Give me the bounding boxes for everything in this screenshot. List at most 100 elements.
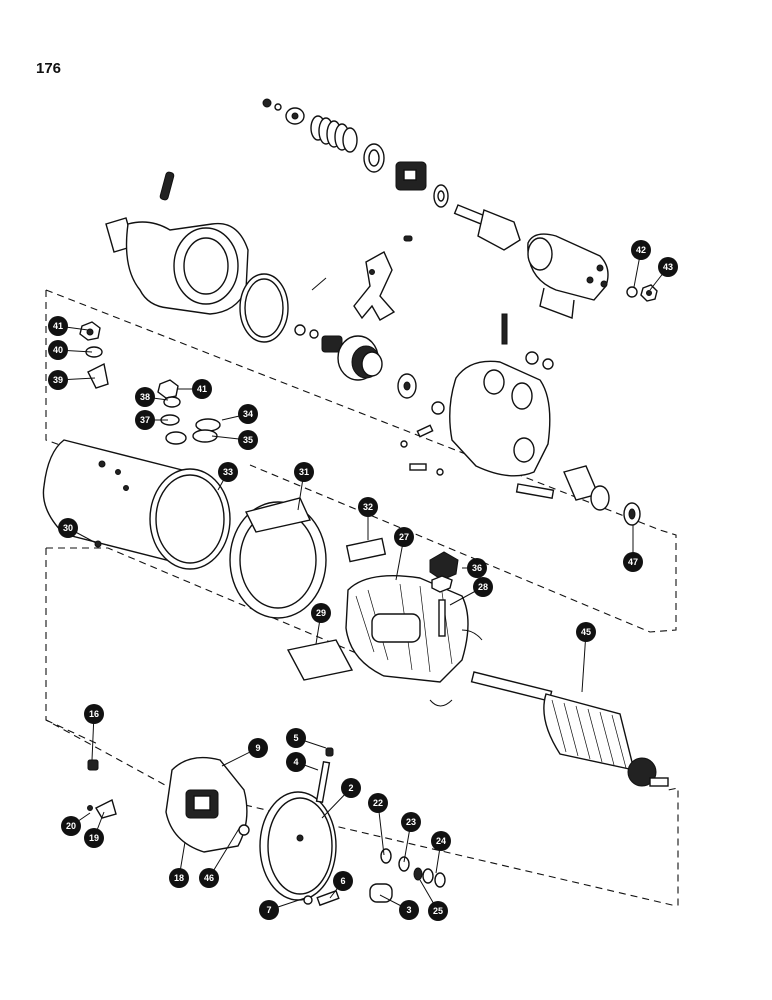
callout-27: 27: [394, 527, 414, 547]
callout-23: 23: [401, 812, 421, 832]
callout-25: 25: [428, 901, 448, 921]
callout-3: 3: [399, 900, 419, 920]
end-cover: [259, 791, 337, 901]
callout-number: 7: [266, 905, 271, 915]
callout-number: 35: [243, 435, 253, 445]
callout-circle: [286, 728, 306, 748]
callout-number: 41: [197, 384, 207, 394]
plunger-stack: [262, 98, 521, 251]
callout-39: 39: [48, 370, 68, 390]
callout-number: 47: [628, 557, 638, 567]
callout-46: 46: [199, 868, 219, 888]
callout-number: 9: [255, 743, 260, 753]
callout-circle: [48, 340, 68, 360]
callout-circle: [248, 738, 268, 758]
callout-28: 28: [473, 577, 493, 597]
callout-9: 9: [248, 738, 268, 758]
callout-20: 20: [61, 816, 81, 836]
callout-circle: [467, 558, 487, 578]
callout-circle: [576, 622, 596, 642]
gasket-ring: [239, 273, 289, 343]
callout-circle: [294, 462, 314, 482]
clutch-pinion: [294, 324, 417, 399]
nut-43: [640, 284, 658, 302]
callout-38: 38: [135, 387, 155, 407]
callout-16: 16: [84, 704, 104, 724]
callout-circle: [473, 577, 493, 597]
callout-34: 34: [238, 404, 258, 424]
callout-number: 39: [53, 375, 63, 385]
callout-circle: [48, 316, 68, 336]
callout-number: 23: [406, 817, 416, 827]
callout-number: 46: [204, 873, 214, 883]
callout-circle: [428, 901, 448, 921]
brush-holder-plate: [165, 756, 250, 853]
callout-leader-45: [581, 631, 587, 693]
insulator-strip: [345, 537, 387, 563]
callout-circle: [61, 816, 81, 836]
callout-circle: [431, 831, 451, 851]
callout-5: 5: [286, 728, 306, 748]
through-bolt-and-pin: [303, 747, 393, 907]
callout-circle: [358, 497, 378, 517]
callout-circle: [401, 812, 421, 832]
field-terminal-hardware: [79, 321, 221, 445]
bushing-and-bolt: [515, 465, 641, 526]
callout-number: 45: [581, 627, 591, 637]
washer-stack: [380, 848, 446, 888]
callout-19: 19: [84, 828, 104, 848]
callout-number: 5: [293, 733, 298, 743]
callout-6: 6: [333, 871, 353, 891]
callout-circle: [286, 752, 306, 772]
callout-circle: [341, 778, 361, 798]
callout-circle: [192, 379, 212, 399]
callout-number: 43: [663, 262, 673, 272]
callout-2: 2: [341, 778, 361, 798]
callout-22: 22: [368, 793, 388, 813]
callout-number: 32: [363, 502, 373, 512]
solenoid: [527, 233, 609, 319]
callout-number: 3: [406, 905, 411, 915]
callout-41b: 41: [192, 379, 212, 399]
callout-circle: [48, 370, 68, 390]
callout-circle: [199, 868, 219, 888]
callout-circle: [311, 603, 331, 623]
callout-number: 34: [243, 409, 253, 419]
callout-number: 16: [89, 709, 99, 719]
callout-24: 24: [431, 831, 451, 851]
terminal-stud: [429, 551, 459, 637]
callout-31: 31: [294, 462, 314, 482]
callout-number: 25: [433, 906, 443, 916]
page-number: 176: [36, 60, 62, 77]
callout-29: 29: [311, 603, 331, 623]
callout-circle: [169, 868, 189, 888]
callout-number: 33: [223, 467, 233, 477]
callout-number: 38: [140, 392, 150, 402]
callout-number: 29: [316, 608, 326, 618]
callout-circle: [84, 828, 104, 848]
shift-lever: [353, 251, 396, 321]
callout-number: 24: [436, 836, 446, 846]
callout-35: 35: [238, 430, 258, 450]
callout-number: 4: [293, 757, 298, 767]
callout-circle: [259, 900, 279, 920]
callout-circle: [238, 430, 258, 450]
callout-4: 4: [286, 752, 306, 772]
field-band: [229, 497, 327, 619]
callout-number: 30: [63, 523, 73, 533]
callout-circle: [399, 900, 419, 920]
callout-number: 40: [53, 345, 63, 355]
callout-18: 18: [169, 868, 189, 888]
callout-7: 7: [259, 900, 279, 920]
pinion-drive: [395, 161, 427, 191]
callout-45: 45: [576, 622, 596, 642]
callout-30: 30: [58, 518, 78, 538]
callout-36: 36: [467, 558, 487, 578]
callout-43: 43: [658, 257, 678, 277]
callout-33: 33: [218, 462, 238, 482]
callout-number: 41: [53, 321, 63, 331]
callout-circle: [238, 404, 258, 424]
callout-number: 20: [66, 821, 76, 831]
